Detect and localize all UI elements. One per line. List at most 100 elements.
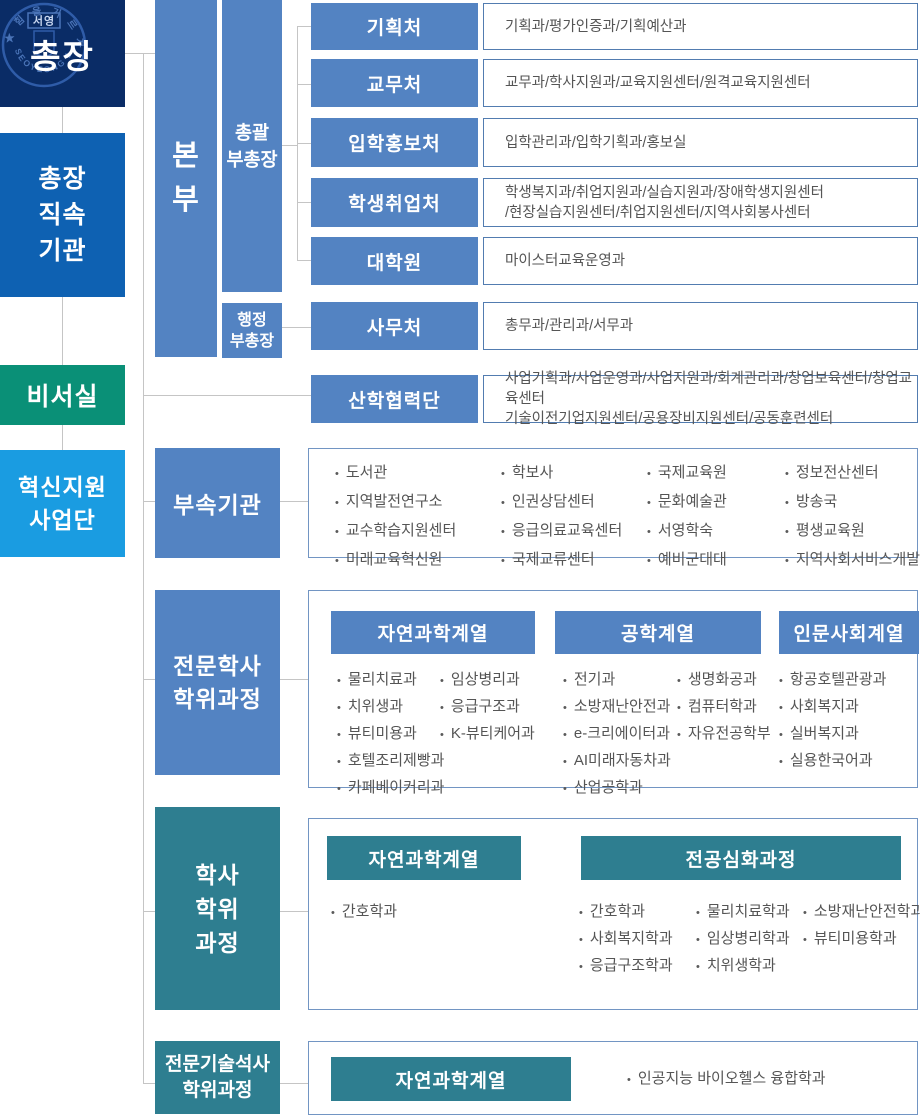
- bullet-icon: [337, 669, 341, 694]
- bullet-icon: [501, 461, 505, 488]
- list-item: 정보전산센터: [785, 459, 920, 488]
- list-item-label: 응급구조과: [450, 698, 520, 715]
- dept-box-industry-cooperation: 산학협력단: [311, 375, 478, 423]
- list-item-label: 뷰티미용학과: [813, 930, 897, 947]
- connector-line: [125, 53, 157, 54]
- bullet-icon: [779, 723, 783, 748]
- connector-line: [143, 1083, 155, 1084]
- bullet-icon: [335, 519, 339, 546]
- dept-desc-line: 기술이전기업지원센터/공용장비지원센터/공동훈련센터: [505, 411, 834, 427]
- list-item-label: 치위생학과: [706, 957, 776, 974]
- bullet-icon: [440, 696, 444, 721]
- dept-desc-line: 교무과/학사지원과/교육지원센터/원격교육지원센터: [505, 75, 811, 91]
- list-item: 소방재난안전과: [563, 694, 671, 721]
- track-column: 임상병리과응급구조과K-뷰티케어과: [440, 667, 535, 748]
- connector-line: [280, 1083, 308, 1084]
- bullet-icon: [335, 548, 339, 575]
- connector-line: [282, 145, 297, 146]
- track-header-natural-science: 자연과학계열: [327, 836, 521, 880]
- list-item: 생명화공과: [677, 667, 771, 694]
- box-label-line: 학위과정: [182, 1079, 253, 1101]
- connector-line: [62, 425, 63, 450]
- list-item-label: 지역발전연구소: [345, 493, 443, 510]
- track-column: 소방재난안전학과뷰티미용학과: [803, 899, 920, 953]
- box-associate-degree: 전문학사 학위과정: [155, 590, 280, 775]
- list-item: 평생교육원: [785, 517, 920, 546]
- list-item: 자유전공학부: [677, 721, 771, 748]
- list-item: 간호학과: [331, 899, 397, 926]
- list-item: 국제교류센터: [501, 546, 622, 575]
- connector-line: [297, 202, 311, 203]
- box-label-line: 총괄: [234, 122, 270, 143]
- track-column: 간호학과: [331, 899, 397, 926]
- dept-box-graduate-school: 대학원: [311, 237, 478, 285]
- bullet-icon: [563, 723, 567, 748]
- list-item: 전기과: [563, 667, 671, 694]
- list-item-label: 뷰티미용과: [347, 725, 417, 742]
- list-item: 항공호텔관광과: [779, 667, 887, 694]
- list-item-label: 카페베이커리과: [347, 779, 445, 796]
- bullet-icon: [627, 1067, 631, 1093]
- box-secretariat: 비서실: [0, 365, 125, 425]
- dept-desc-line: 입학관리과/입학기획과/홍보실: [505, 134, 687, 151]
- list-item-label: 항공호텔관광과: [789, 671, 887, 688]
- dept-desc-line: 기획과/평가인증과/기획예산과: [505, 18, 687, 35]
- seal-name: 서영: [33, 14, 55, 28]
- university-seal: 서영 ★ 힘 을 기 르 자 ★ SEOYEONG 1978 UNIV: [0, 0, 87, 88]
- list-item-label: 치위생과: [347, 698, 404, 715]
- connector-line: [62, 107, 63, 133]
- bullet-icon: [335, 490, 339, 517]
- list-item: 응급구조학과: [579, 953, 673, 980]
- affiliated-column: 도서관지역발전연구소교수학습지원센터미래교육혁신원: [335, 459, 456, 575]
- track-column: 물리치료학과임상병리학과치위생학과: [696, 899, 790, 980]
- affiliated-column: 정보전산센터방송국평생교육원지역사회서비스개발원: [785, 459, 920, 575]
- list-item-label: 인공지능 바이오헬스 융합학과: [637, 1070, 826, 1087]
- bullet-icon: [440, 723, 444, 748]
- dept-desc-line: 총무과/관리과/서무과: [505, 318, 634, 334]
- list-item-label: 호텔조리제빵과: [347, 752, 445, 769]
- list-item: 소방재난안전학과: [803, 899, 920, 926]
- list-item-label: 응급의료교육센터: [511, 522, 623, 539]
- track-header-engineering: 공학계열: [555, 611, 761, 654]
- list-item-label: 응급구조학과: [589, 957, 673, 974]
- list-item-label: 학보사: [511, 464, 554, 481]
- list-item-label: 사회복지과: [789, 698, 859, 715]
- dept-box-student-employment: 학생취업처: [311, 178, 478, 227]
- dept-desc-line: 마이스터교육운영과: [505, 253, 626, 269]
- bullet-icon: [785, 548, 789, 575]
- bullet-icon: [337, 696, 341, 721]
- associate-list-box: 자연과학계열 공학계열 인문사회계열 물리치료과치위생과뷰티미용과호텔조리제빵과…: [308, 590, 919, 796]
- connector-line: [297, 260, 311, 261]
- list-item-label: 자유전공학부: [687, 725, 771, 742]
- bullet-icon: [331, 900, 335, 926]
- connector-line: [280, 501, 308, 502]
- box-president-direct-orgs: 총장 직속 기관: [0, 133, 125, 297]
- bullet-icon: [563, 750, 567, 775]
- list-item: 임상병리학과: [696, 926, 790, 953]
- box-affiliated-orgs: 부속기관: [155, 448, 280, 558]
- bullet-icon: [440, 669, 444, 694]
- connector-line: [143, 679, 155, 680]
- list-item-label: 문화예술관: [657, 493, 727, 510]
- box-label-line: 직속: [38, 201, 87, 229]
- dept-box-planning: 기획처: [311, 3, 478, 50]
- connector-line: [280, 911, 308, 912]
- box-label-line: 기관: [38, 237, 87, 265]
- list-item-label: 방송국: [795, 493, 838, 510]
- list-item: 예비군대대: [647, 546, 727, 575]
- bullet-icon: [779, 669, 783, 694]
- list-item: 뷰티미용학과: [803, 926, 920, 953]
- list-item: 응급구조과: [440, 694, 535, 721]
- list-item: 컴퓨터학과: [677, 694, 771, 721]
- connector-line: [282, 327, 311, 328]
- list-item: 치위생과: [337, 694, 444, 721]
- bachelor-list-box: 자연과학계열 전공심화과정 간호학과 간호학과사회복지학과응급구조학과 물리치료…: [308, 818, 920, 1010]
- list-item: 카페베이커리과: [337, 775, 445, 802]
- list-item: 도서관: [335, 459, 456, 488]
- list-item: 지역발전연구소: [335, 488, 456, 517]
- track-column: 물리치료과치위생과뷰티미용과호텔조리제빵과카페베이커리과: [337, 667, 445, 802]
- bullet-icon: [677, 696, 681, 721]
- list-item-label: 컴퓨터학과: [687, 698, 757, 715]
- list-item: 인공지능 바이오헬스 융합학과: [627, 1066, 826, 1093]
